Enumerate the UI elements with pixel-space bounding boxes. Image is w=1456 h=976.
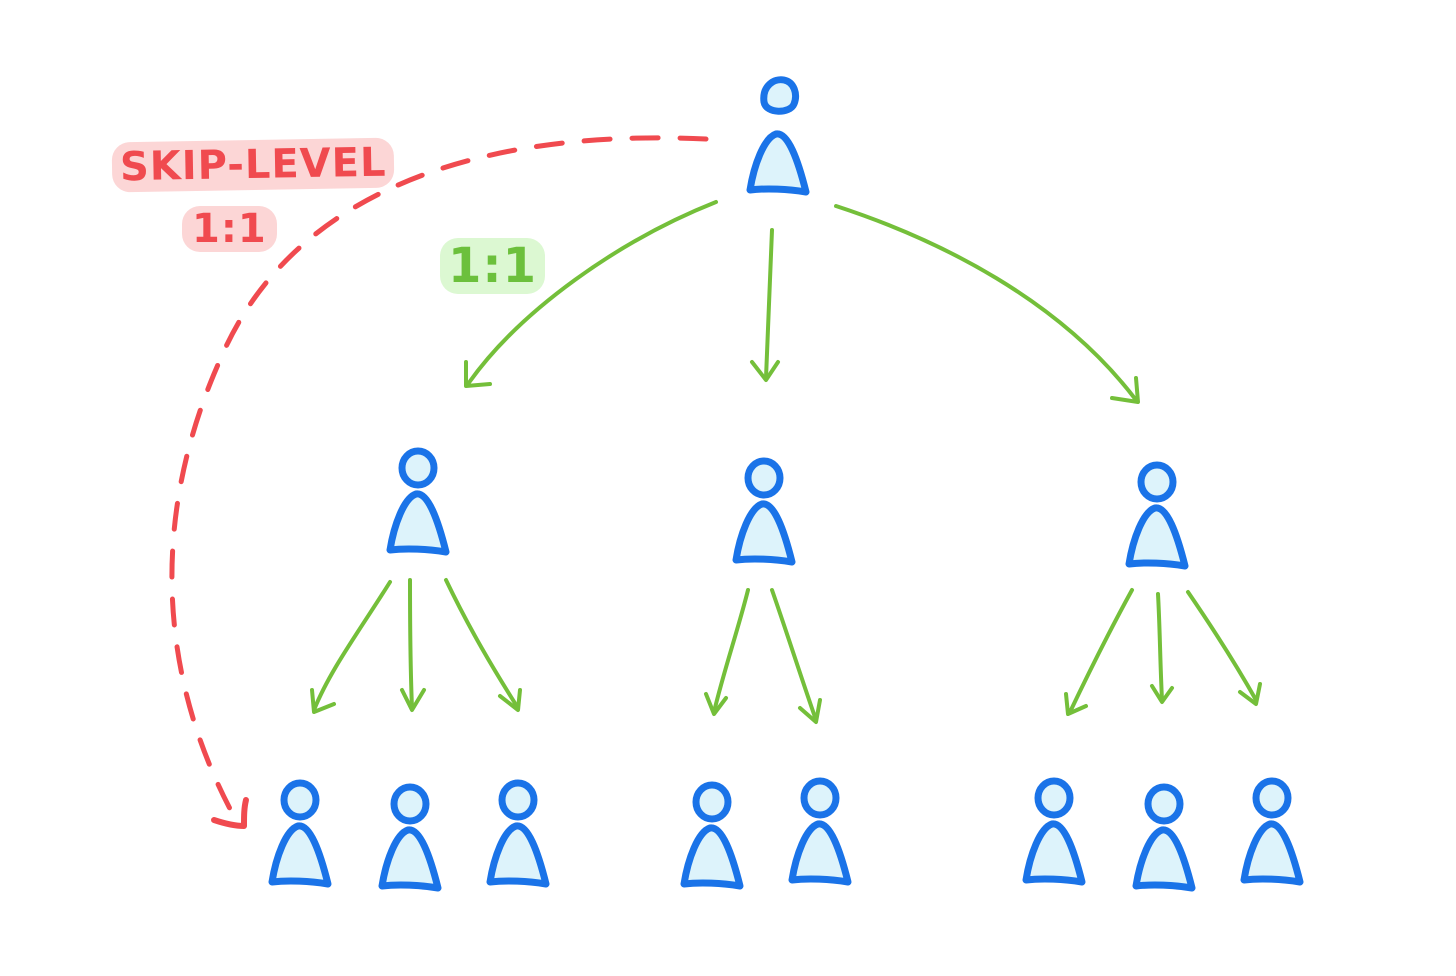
- person-icon-ic-7: [1136, 787, 1192, 888]
- direct-ratio-text: 1:1: [440, 238, 545, 294]
- person-icon-ic-6: [1026, 781, 1082, 882]
- person-icon-ic-1: [272, 783, 328, 884]
- direct-ratio-label: 1:1: [440, 238, 545, 294]
- skip-level-title-text: SKIP-LEVEL: [111, 137, 395, 193]
- person-icon-ic-4: [684, 785, 740, 886]
- person-icon-middle-manager-2: [736, 461, 792, 562]
- person-icon-middle-manager-1: [390, 451, 446, 552]
- person-icon-ic-3: [490, 783, 546, 884]
- skip-level-ratio-label: 1:1: [182, 206, 277, 252]
- skip-level-label: SKIP-LEVEL: [111, 137, 395, 193]
- skip-level-ratio-text: 1:1: [182, 206, 277, 252]
- skip-level-arrow: [169, 135, 709, 829]
- person-icon-middle-manager-3: [1129, 465, 1185, 566]
- person-icon-ic-5: [792, 781, 848, 882]
- direct-arrows-top: [464, 200, 1140, 404]
- person-icon-ic-2: [382, 787, 438, 888]
- person-icon-top-manager: [750, 80, 806, 192]
- direct-arrows-middle: [310, 578, 1262, 724]
- person-icon-ic-8: [1244, 781, 1300, 882]
